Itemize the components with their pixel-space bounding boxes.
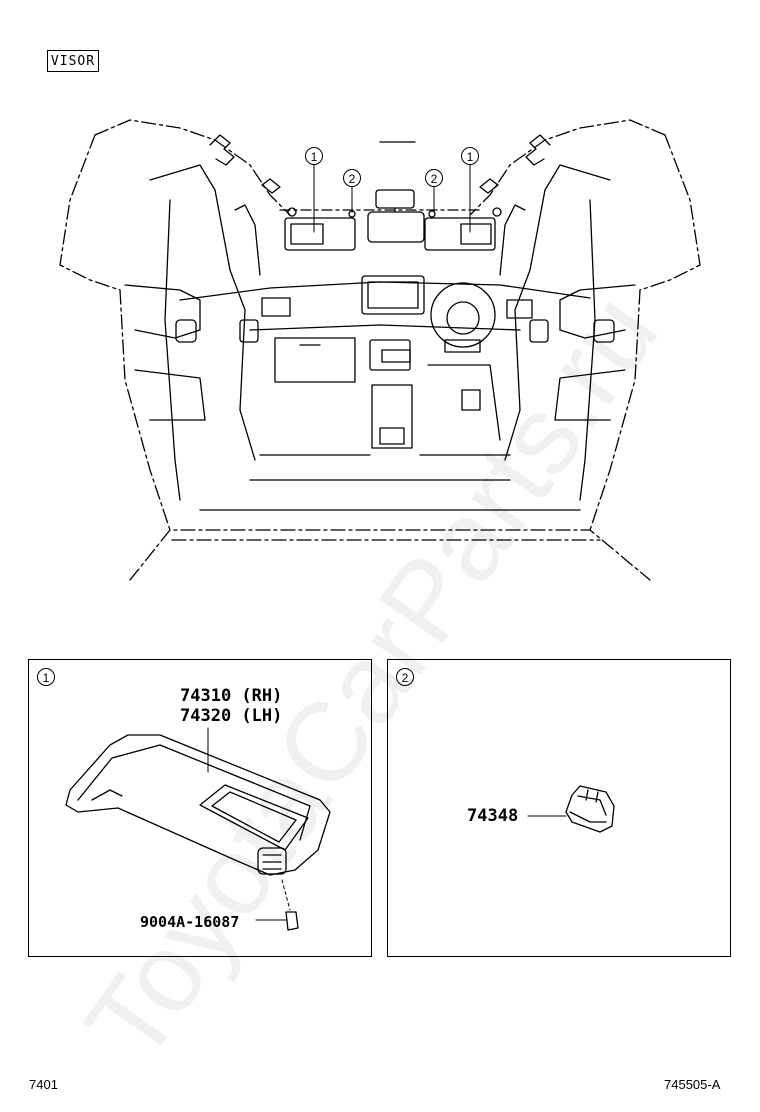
callout-2-left: 2 [343, 169, 361, 187]
callout-1-left: 1 [305, 147, 323, 165]
footer-right-code: 745505-A [664, 1077, 721, 1092]
part-number-lh: 74320 (LH) [180, 706, 283, 726]
panel-holder [387, 659, 731, 957]
doors [124, 284, 636, 421]
part-number-rh: 74310 (RH) [180, 686, 283, 706]
panel-visor-number: 1 [37, 668, 55, 686]
panel-holder-number: 2 [396, 668, 414, 686]
leader-lines [313, 164, 471, 233]
rear-view-mirror [367, 189, 425, 243]
a-pillars [149, 164, 611, 501]
visor-lh-top [424, 207, 502, 251]
callout-1-right: 1 [461, 147, 479, 165]
holder-part-number: 74348 [467, 806, 519, 826]
grab-handle-right [525, 134, 551, 166]
floor [171, 454, 601, 541]
visor-rh-top [284, 207, 356, 251]
panel-visor [28, 659, 372, 957]
grab-handle-left [209, 134, 235, 166]
callout-2-right: 2 [425, 169, 443, 187]
cabin-illustration [59, 119, 701, 581]
dashboard [179, 275, 591, 449]
screw-part-number: 9004A-16087 [140, 913, 240, 931]
section-tag: VISOR [47, 50, 99, 72]
footer-left-code: 7401 [29, 1077, 58, 1092]
